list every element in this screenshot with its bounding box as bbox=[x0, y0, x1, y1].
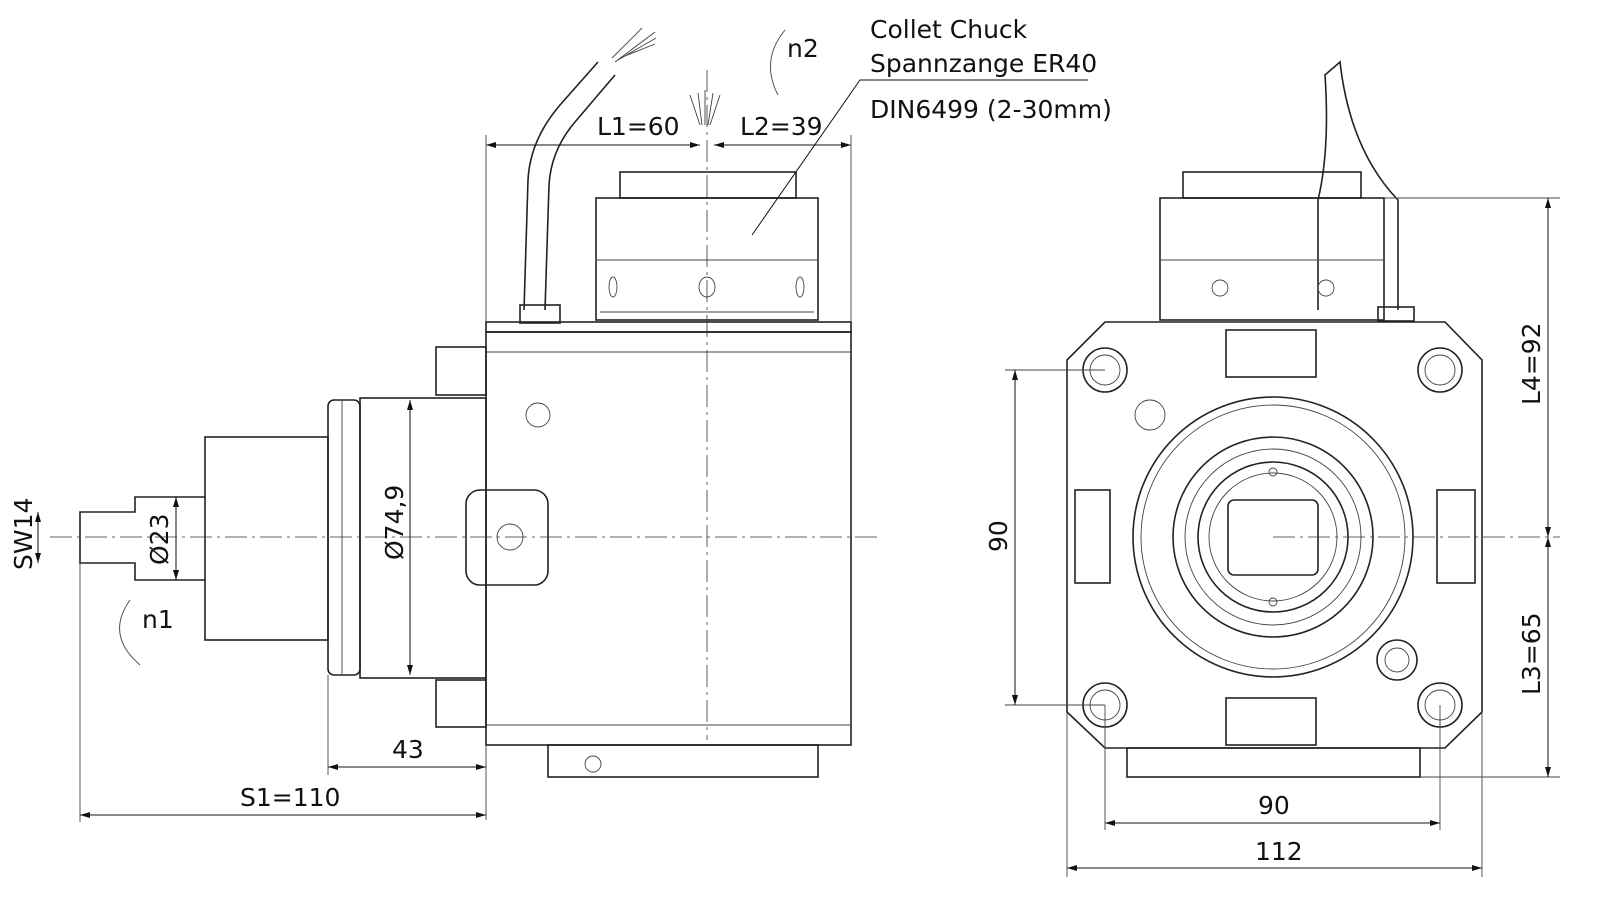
main-body bbox=[485, 331, 852, 746]
side-tab-right bbox=[1436, 489, 1476, 584]
coolant-cable bbox=[523, 61, 616, 311]
mount-tab-top bbox=[435, 346, 487, 396]
bottom-plate bbox=[1126, 747, 1421, 778]
dim-112: 112 bbox=[1255, 837, 1303, 866]
housing-flange bbox=[327, 399, 361, 676]
callout-spannzange: Spannzange ER40 bbox=[870, 49, 1097, 78]
chuck-nose bbox=[1182, 171, 1362, 199]
rotation-arrow-icon bbox=[119, 599, 141, 666]
side-view: n2 n1 L1=60 L2=39 SW14 Ø23 Ø74,9 43 S1=1… bbox=[9, 15, 1112, 822]
drive-shaft bbox=[79, 496, 205, 581]
mounting-plate bbox=[1066, 321, 1483, 749]
rotation-label-n1: n1 bbox=[142, 605, 174, 634]
dim-l4: L4=92 bbox=[1517, 322, 1546, 405]
mounting-holes bbox=[1082, 347, 1463, 728]
callout-collet-chuck: Collet Chuck bbox=[870, 15, 1028, 44]
dim-l1: L1=60 bbox=[597, 112, 680, 141]
dim-43: 43 bbox=[392, 735, 424, 764]
callout-din: DIN6499 (2-30mm) bbox=[870, 95, 1112, 124]
spindle-housing bbox=[359, 397, 487, 679]
collet-chuck bbox=[1159, 197, 1385, 321]
dim-diameter-74-9: Ø74,9 bbox=[380, 485, 409, 560]
dim-l2: L2=39 bbox=[740, 112, 823, 141]
cable-nut bbox=[519, 304, 561, 324]
dim-diameter-23: Ø23 bbox=[145, 514, 174, 566]
clamp-block bbox=[465, 489, 549, 586]
coolant-cable bbox=[1317, 60, 1399, 310]
bottom-plate bbox=[547, 744, 819, 778]
dim-90-horizontal: 90 bbox=[1258, 791, 1290, 820]
chuck-nose bbox=[619, 171, 797, 199]
dim-sw14: SW14 bbox=[9, 498, 38, 570]
key-top bbox=[1225, 329, 1317, 378]
dim-90-vertical: 90 bbox=[984, 520, 1013, 552]
dim-l3: L3=65 bbox=[1517, 612, 1546, 695]
rotation-label-n2: n2 bbox=[787, 34, 819, 63]
cable-wires-icon bbox=[611, 27, 721, 126]
key-bottom bbox=[1225, 697, 1317, 746]
side-tab-left bbox=[1074, 489, 1111, 584]
rotation-arrow-icon bbox=[770, 29, 786, 96]
spindle-body bbox=[204, 436, 329, 641]
front-view: 90 L4=92 L3=65 90 112 bbox=[984, 60, 1560, 877]
mount-tab-bottom bbox=[435, 679, 487, 728]
dim-s1: S1=110 bbox=[240, 783, 340, 812]
